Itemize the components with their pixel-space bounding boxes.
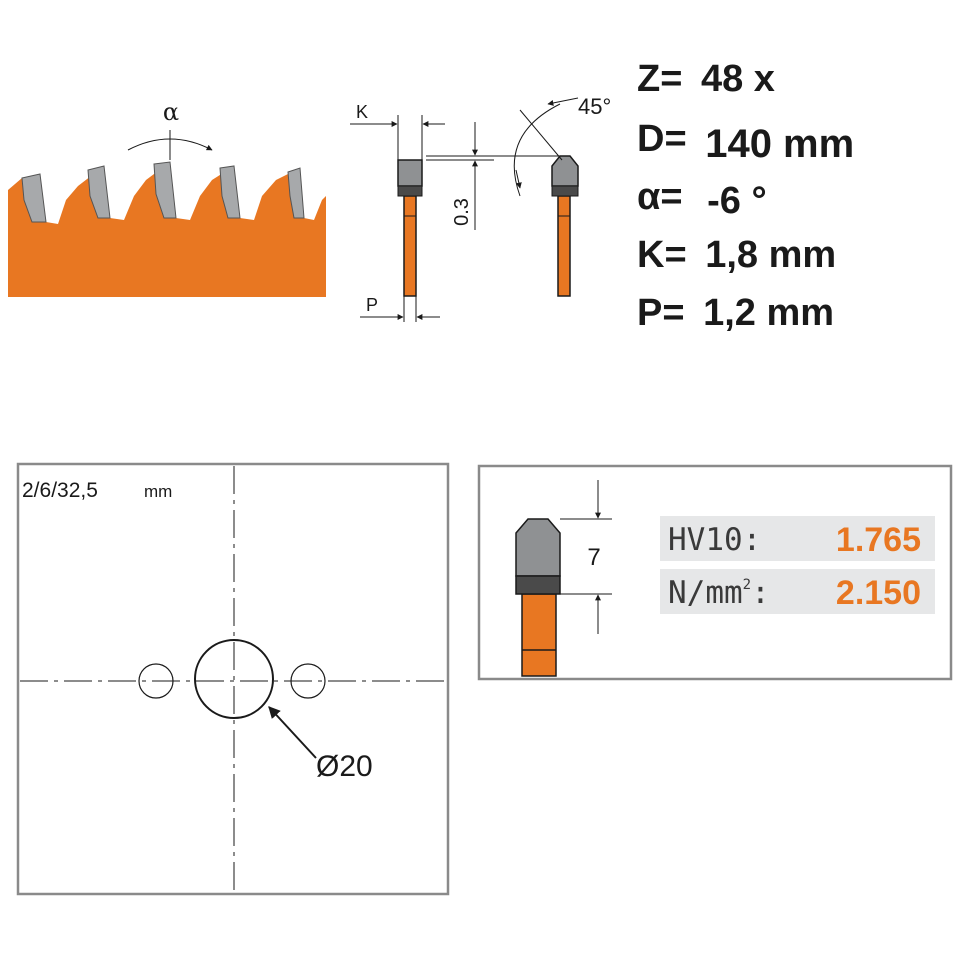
spec-teeth: Z= 48 x: [637, 58, 775, 101]
k-label: K: [356, 102, 368, 122]
spec-value: 48 x: [700, 58, 775, 100]
angle-label: 45°: [578, 94, 611, 119]
pin-hole-left: [138, 663, 174, 699]
tooth-tip: [219, 165, 241, 219]
tooth-tip: [153, 161, 177, 219]
strength-label-text: N/mm: [668, 575, 743, 611]
pinholes-unit: mm: [144, 482, 172, 501]
strength-label: N/mm2:: [668, 575, 770, 611]
tip-left-base: [397, 185, 423, 197]
spec-key: P=: [637, 292, 685, 334]
spec-key: D=: [637, 118, 687, 160]
spec-value: 1,2 mm: [703, 292, 835, 334]
spec-value: 1,8 mm: [705, 234, 837, 276]
bore-leader: [268, 706, 317, 759]
tip-right: [551, 155, 579, 187]
strength-label-sup: 2: [742, 577, 752, 593]
bore-frame: [16, 462, 450, 896]
tooth-view: α: [8, 98, 326, 297]
blade-plate-left: [403, 195, 417, 297]
spec-angle: α= -6 °: [637, 176, 767, 222]
spec-diameter: D= 140 mm: [637, 116, 854, 166]
bore-hole: [194, 639, 274, 719]
hardness-value: 1.765: [835, 521, 921, 559]
profile-view: K P 0.3 45°: [350, 94, 611, 322]
spec-key: α=: [637, 176, 683, 218]
hardness-row-hv10: HV10: 1.765: [660, 516, 935, 561]
blade-plate-right: [557, 195, 571, 297]
offset-label: 0.3: [451, 198, 473, 226]
strength-label-colon: :: [751, 575, 770, 611]
tip-right-base: [551, 185, 579, 197]
pin-hole-right: [290, 663, 326, 699]
hardness-tip: [515, 518, 561, 577]
tooth-tip: [21, 173, 47, 223]
tooth-tip: [287, 167, 305, 219]
spec-plate: P= 1,2 mm: [637, 292, 834, 335]
alpha-label: α: [163, 98, 179, 126]
alpha-arc: [127, 138, 213, 151]
spec-key: Z=: [637, 58, 683, 100]
spec-kerf: K= 1,8 mm: [637, 234, 836, 277]
spec-value: -6 °: [707, 180, 767, 222]
tooth-tip: [87, 165, 111, 219]
p-label: P: [366, 295, 378, 315]
pinholes-label: 2/6/32,5: [22, 479, 98, 502]
spec-key: K=: [637, 234, 687, 276]
tip-left: [397, 159, 423, 187]
chamfer-ref-line: [519, 109, 563, 161]
bore-view: 2/6/32,5 mm Ø20: [16, 462, 450, 896]
hardness-blade: [521, 593, 557, 677]
strength-value: 2.150: [835, 574, 921, 612]
blade-body: [8, 162, 326, 297]
spec-value: 140 mm: [705, 122, 855, 166]
bore-label: Ø20: [316, 750, 373, 783]
angle-arrow: [547, 97, 579, 106]
tip-height-label: 7: [587, 544, 600, 571]
angle-arrow-2: [515, 169, 522, 189]
hardness-row-strength: N/mm2: 2.150: [660, 569, 935, 614]
hardness-label: HV10:: [668, 522, 762, 558]
hardness-tip-base: [515, 575, 561, 595]
